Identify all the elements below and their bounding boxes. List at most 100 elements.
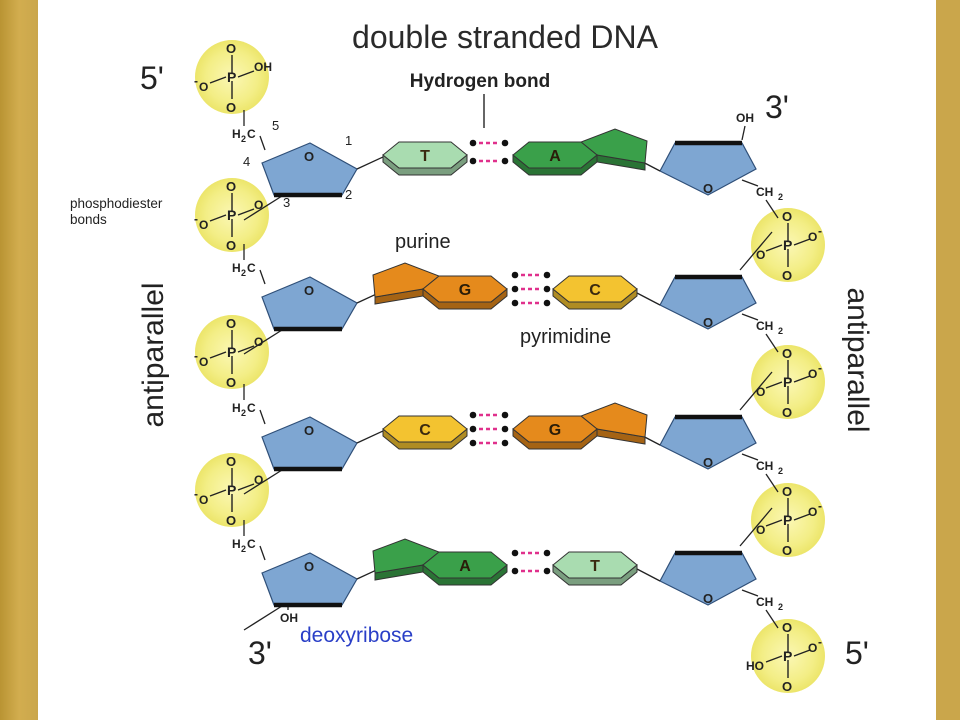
deoxyribose-right: O [659, 274, 757, 330]
sugar-ring [659, 552, 757, 606]
bond [739, 371, 773, 411]
base-right-A: A [512, 128, 648, 176]
bond [793, 238, 811, 246]
bond [259, 269, 266, 285]
oxygen-atom: O [756, 523, 765, 537]
base-right-T: T [552, 551, 638, 586]
base-letter: C [419, 422, 431, 439]
oxygen-atom: O [226, 513, 236, 528]
bond [243, 329, 283, 355]
oxygen-atom: O [782, 209, 792, 224]
deoxyribose-left: O [261, 552, 358, 608]
oxygen-atom: O [254, 335, 263, 349]
bond [741, 313, 759, 321]
phosphorus-atom: P [227, 69, 236, 85]
ch-atom: CH [756, 185, 773, 199]
end-3prime-top: 3' [765, 89, 789, 125]
bond [765, 519, 783, 527]
bond [739, 507, 773, 547]
carbon-number-5: 5 [272, 118, 279, 133]
base-top [422, 275, 508, 303]
bond-atom [469, 139, 477, 147]
oxygen-anion: O [808, 641, 817, 655]
negative-charge: - [194, 349, 198, 363]
base-top [422, 551, 508, 579]
oxygen-atom: O [782, 620, 792, 635]
bond-atom [501, 439, 509, 447]
base-letter: T [420, 148, 430, 165]
bond [741, 589, 759, 597]
ch-atom: CH [756, 459, 773, 473]
end-5prime-top: 5' [140, 60, 164, 96]
bond-atom [543, 567, 551, 575]
oxygen-atom: O [756, 385, 765, 399]
phosphorus-atom: P [783, 374, 792, 390]
antiparallel-left-label: antiparallel [137, 282, 170, 427]
base-letter: G [549, 422, 561, 439]
hydrogen-bond-group [511, 549, 551, 575]
phosphorus-atom: P [227, 207, 236, 223]
negative-charge: - [194, 74, 198, 88]
deoxyribose-label: deoxyribose [300, 624, 413, 647]
sugar-ring [659, 276, 757, 330]
ring-oxygen: O [304, 559, 314, 574]
bond [209, 351, 227, 359]
bond-atom [543, 549, 551, 557]
subscript-2: 2 [778, 326, 783, 336]
subscript-2: 2 [241, 268, 246, 278]
sugar-ring [261, 552, 358, 606]
bond [237, 483, 255, 491]
h-atom: H [232, 261, 241, 275]
oxygen-atom: O [782, 543, 792, 558]
bond [765, 199, 779, 219]
oxygen-atom: O [782, 268, 792, 283]
bond [765, 381, 783, 389]
bond [765, 655, 783, 663]
subscript-2: 2 [778, 466, 783, 476]
bond-atom [501, 139, 509, 147]
base-top [552, 275, 638, 303]
carbon-number-2: 2 [345, 187, 352, 202]
base-top [512, 415, 598, 443]
hydroxyl-group: OH [280, 611, 298, 625]
carbon-number-3: 3 [283, 195, 290, 210]
c-atom: C [247, 537, 256, 551]
diagram-title: double stranded DNA [352, 19, 659, 55]
bond-atom [543, 271, 551, 279]
bond-atom [543, 299, 551, 307]
glycosidic-bond [636, 568, 661, 582]
subscript-2: 2 [778, 192, 783, 202]
bond [741, 179, 759, 187]
bond [237, 70, 255, 78]
bond [259, 135, 266, 151]
bond-atom [469, 425, 477, 433]
antiparallel-right-label: antiparallel [841, 287, 874, 432]
phosphodiester-label: phosphodiester [70, 196, 163, 211]
phosphorus-atom: P [783, 648, 792, 664]
carbon-number-4: 4 [243, 154, 250, 169]
base-letter: T [590, 558, 600, 575]
bond-atom [501, 411, 509, 419]
oxygen-atom: O [782, 405, 792, 420]
deoxyribose-left: O [261, 416, 358, 472]
bond [793, 375, 811, 383]
hydroxyl-group: HO [746, 659, 764, 673]
bond-atom [511, 285, 519, 293]
negative-charge: - [818, 635, 822, 649]
oxygen-atom: O [226, 41, 236, 56]
phosphate-glow [751, 619, 825, 693]
sugar-ring [261, 142, 358, 196]
subscript-2: 2 [241, 544, 246, 554]
ring-oxygen: O [304, 283, 314, 298]
subscript-2: 2 [778, 602, 783, 612]
c-atom: C [247, 261, 256, 275]
phosphorus-atom: P [227, 482, 236, 498]
glycosidic-bond [356, 156, 384, 170]
bond-atom [501, 425, 509, 433]
bond [259, 545, 266, 561]
end-5prime-bottom: 5' [845, 635, 869, 671]
bond-atom [501, 157, 509, 165]
